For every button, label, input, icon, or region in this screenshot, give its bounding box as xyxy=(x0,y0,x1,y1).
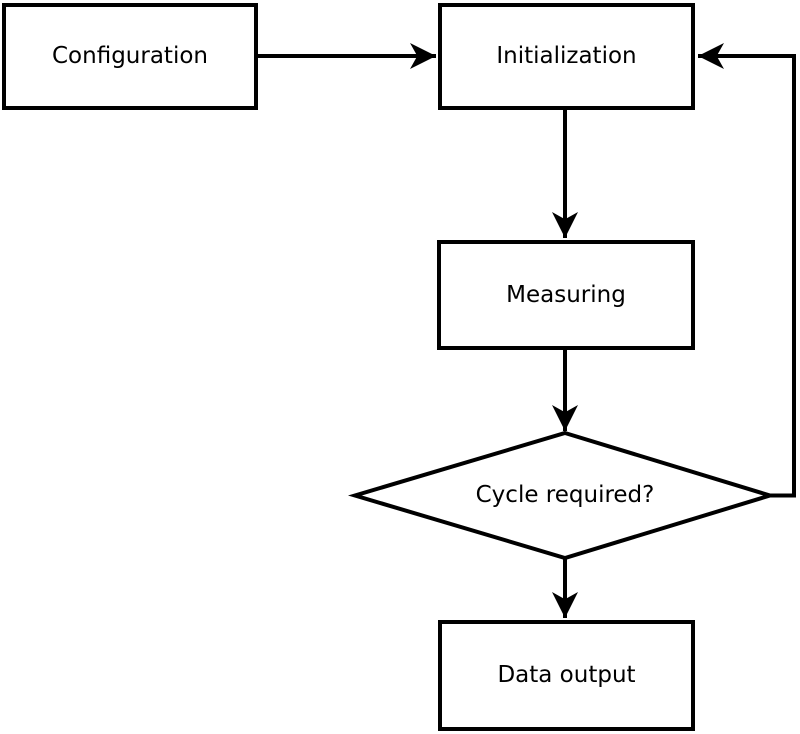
node-initialization-label: Initialization xyxy=(496,43,637,69)
node-measuring: Measuring xyxy=(437,240,695,350)
node-data-output: Data output xyxy=(438,620,695,731)
node-configuration-label: Configuration xyxy=(52,43,208,69)
node-configuration: Configuration xyxy=(2,3,258,110)
node-data-output-label: Data output xyxy=(497,662,636,688)
node-measuring-label: Measuring xyxy=(506,281,626,308)
node-cycle-required-label: Cycle required? xyxy=(475,482,655,508)
node-cycle-required: Cycle required? xyxy=(455,479,675,512)
edge-cycle-required-feedback-to-initialization xyxy=(698,43,796,498)
node-initialization: Initialization xyxy=(438,3,695,110)
